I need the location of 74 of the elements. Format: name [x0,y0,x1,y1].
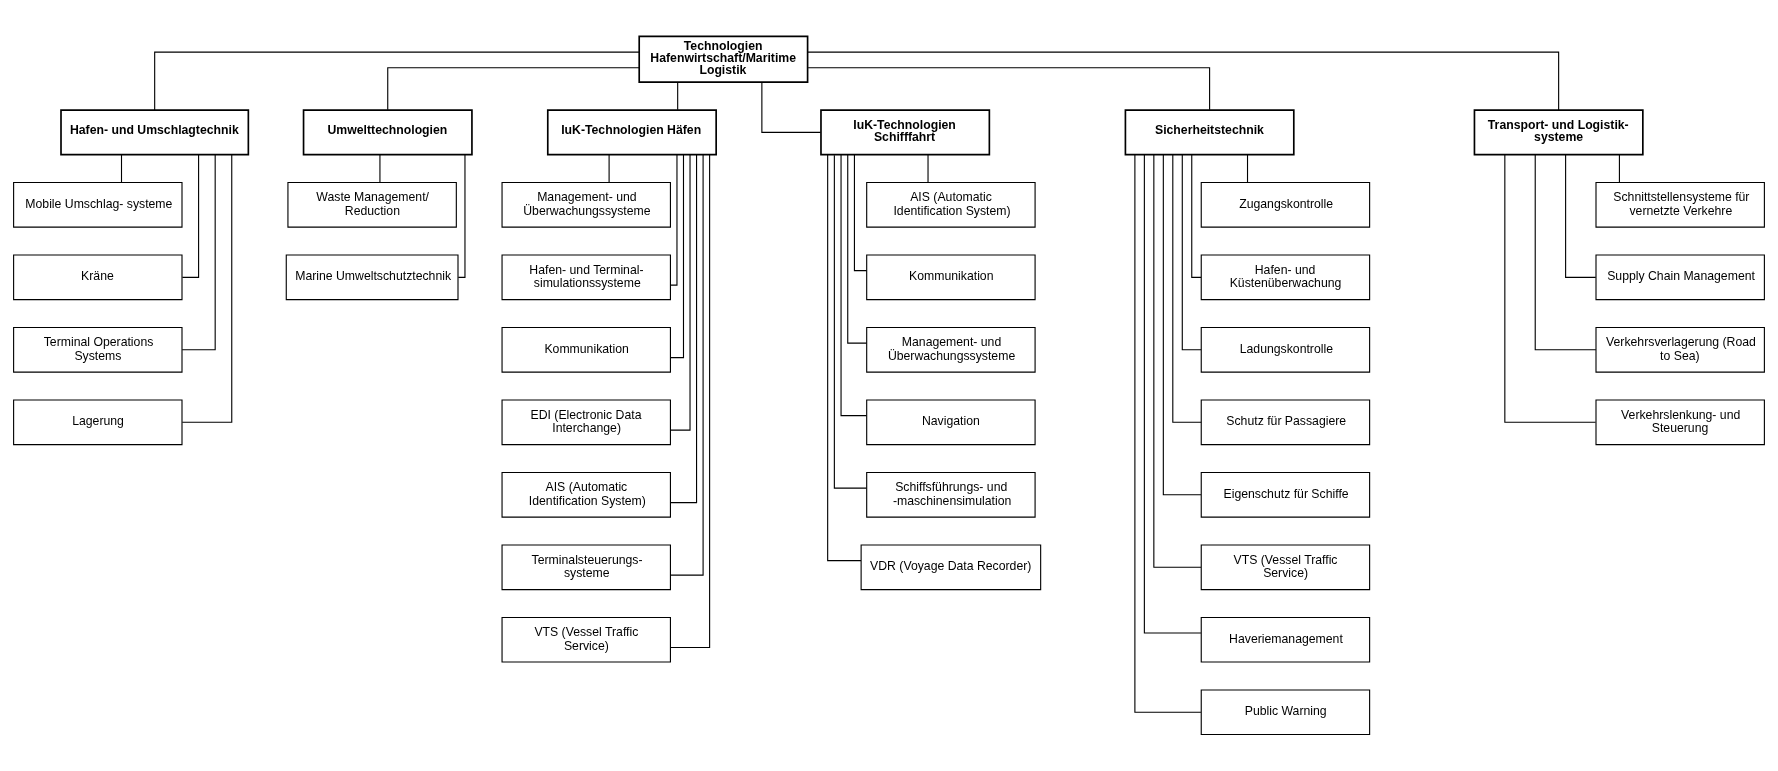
connector [853,154,868,272]
node-box: VTS (Vessel Traffic Service) [501,616,671,663]
node-box: Schutz für Passagiere [1200,399,1371,446]
node-box: Mobile Umschlag- systeme [13,182,183,228]
node-box: Hafen- und Umschlagtechnik [60,109,250,156]
connector [670,154,685,359]
connector [181,154,216,351]
node-box: Haveriemanagement [1200,616,1371,663]
node-box: Public Warning [1200,689,1371,736]
connector [807,67,1211,111]
node-box: Kommunikation [501,326,671,373]
node-box: Umwelttechnologien [302,109,473,156]
node-box: Terminal Operations Systems [13,326,183,373]
node-box: Transport- und Logistik- systeme [1473,109,1644,156]
node-box: Schnittstellensysteme für vernetzte Verkehre [1595,182,1765,228]
node-box: Sicherheitstechnik [1124,109,1295,156]
node-box: AIS (Automatic Identification System) [501,471,671,518]
connector [1504,154,1597,423]
connector [827,154,862,562]
connector [181,154,200,278]
connector [847,154,868,344]
connector [120,154,123,183]
node-box: Eigenschutz für Schiffe [1200,471,1371,518]
connector [1534,154,1597,351]
node-box: EDI (Electronic Data Interchange) [501,399,671,446]
node-box: Hafen- und Küstenüberwachung [1200,254,1371,301]
connector [833,154,868,489]
node-box: Waste Management/ Reduction [287,182,457,228]
node-box: Supply Chain Management [1595,254,1765,301]
connector [1153,154,1202,568]
connector [840,154,868,417]
connector [608,154,610,183]
connector [154,51,640,111]
connector [677,81,679,111]
node-box: Kommunikation [866,254,1036,301]
node-box: Verkehrslenkung- und Steuerung [1595,399,1765,446]
connector [761,81,822,133]
node-box: Schiffsführungs- und -maschinensimulation [866,471,1036,518]
connector [670,154,711,649]
connector [181,154,233,423]
node-box: Marine Umweltschutztechnik [285,254,459,301]
node-box: Management- und Überwachungssysteme [866,326,1036,373]
connector [670,154,698,504]
node-box: Zugangskontrolle [1200,182,1371,228]
connector [1162,154,1202,496]
connector [927,154,929,183]
node-box: VTS (Vessel Traffic Service) [1200,544,1371,591]
node-box: Lagerung [13,399,183,446]
connector [1618,154,1620,183]
node-box: Management- und Überwachungssysteme [501,182,671,228]
node-box: VDR (Voyage Data Recorder) [860,544,1042,591]
node-box: Terminalsteuerungs- systeme [501,544,671,591]
connector [1181,154,1202,351]
node-box: Ladungskontrolle [1200,326,1371,373]
node-box: IuK-Technologien Schifffahrt [820,109,991,156]
connector [1565,154,1597,278]
connector [1172,154,1202,423]
connector [387,67,640,111]
connector [1143,154,1202,634]
connector [1191,154,1202,278]
connector [1246,154,1249,183]
connector [379,154,381,183]
node-box: Navigation [866,399,1036,446]
node-box: Verkehrsverlagerung (Road to Sea) [1595,326,1765,373]
node-box: IuK-Technologien Häfen [546,109,717,156]
connector [1134,154,1202,713]
node-box: Hafen- und Terminal- simulationssysteme [501,254,671,301]
node-box: Technologien Hafenwirtschaft/Maritime Logistik [638,35,809,83]
connector [669,154,691,431]
connector [670,154,704,576]
connector [807,51,1560,111]
connector [669,154,678,286]
node-box: Kräne [13,254,183,301]
node-box: AIS (Automatic Identification System) [866,182,1036,228]
